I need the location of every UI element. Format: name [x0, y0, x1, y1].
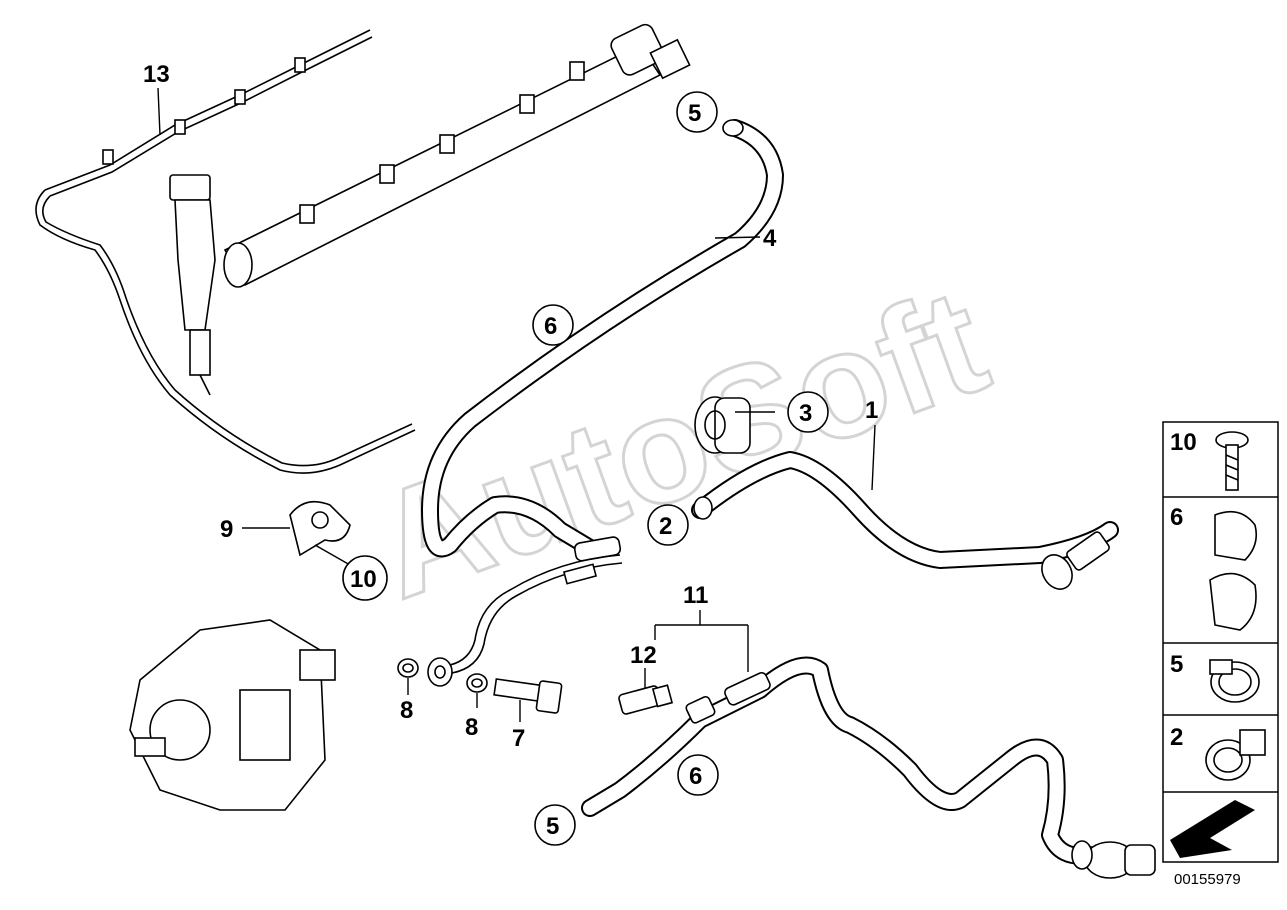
clip-icon [1209, 510, 1258, 631]
svg-text:5: 5 [1170, 651, 1183, 678]
callout-11: 11 [654, 582, 749, 672]
banjo-bolt-7[interactable] [493, 678, 563, 714]
bracket-clip-9[interactable] [289, 500, 351, 557]
sensor-12[interactable] [618, 684, 674, 715]
callout-10: 10 [314, 544, 388, 601]
callout-5-top: 5 [676, 91, 718, 133]
document-id: 00155979 [1174, 871, 1241, 888]
svg-text:11: 11 [683, 582, 708, 609]
svg-text:12: 12 [630, 642, 657, 669]
callout-7: 7 [512, 700, 525, 752]
callout-4: 4 [714, 225, 777, 252]
legend-item-10: 10 [1170, 429, 1249, 491]
svg-text:6: 6 [544, 313, 557, 340]
svg-text:9: 9 [220, 516, 233, 543]
callout-3: 3 [735, 391, 829, 433]
callout-2: 2 [647, 504, 689, 546]
fuel-hose-1[interactable] [691, 451, 1119, 595]
callout-9: 9 [220, 516, 290, 543]
svg-text:8: 8 [465, 714, 478, 741]
legend-panel: 10 6 5 2 [1162, 421, 1279, 863]
svg-text:5: 5 [688, 100, 701, 127]
callout-8-left: 8 [400, 678, 413, 724]
hose-clamp-icon [1209, 659, 1260, 703]
washer-8b[interactable] [466, 673, 488, 693]
svg-text:10: 10 [1170, 429, 1197, 456]
svg-text:8: 8 [400, 697, 413, 724]
svg-text:6: 6 [689, 763, 702, 790]
washer-8a[interactable] [397, 658, 419, 678]
callout-5-bottom: 5 [534, 804, 576, 846]
legend-item-5: 5 [1170, 651, 1260, 703]
callout-1: 1 [865, 397, 878, 491]
legend-item-2: 2 [1170, 724, 1266, 781]
hose-clamp-icon [1205, 729, 1266, 781]
svg-text:2: 2 [1170, 724, 1183, 751]
svg-text:3: 3 [799, 400, 812, 427]
svg-text:13: 13 [143, 61, 170, 88]
svg-text:5: 5 [546, 813, 559, 840]
grommet-3[interactable] [694, 396, 751, 454]
svg-text:6: 6 [1170, 504, 1183, 531]
return-line-11[interactable] [581, 656, 1156, 879]
callout-6-top: 6 [532, 304, 574, 346]
fuel-rail[interactable] [223, 22, 691, 288]
callout-12: 12 [630, 642, 657, 688]
callout-8-right: 8 [465, 693, 478, 741]
leak-off-line-13[interactable] [35, 29, 416, 474]
svg-text:2: 2 [659, 513, 672, 540]
svg-text:1: 1 [865, 397, 878, 424]
callout-6-bottom: 6 [677, 754, 719, 796]
svg-text:4: 4 [763, 225, 777, 252]
high-pressure-pump[interactable] [129, 619, 336, 811]
callout-13: 13 [143, 61, 170, 136]
svg-text:7: 7 [512, 725, 525, 752]
direction-arrow-icon [1170, 800, 1255, 858]
legend-item-6: 6 [1170, 504, 1258, 631]
injector[interactable] [169, 174, 216, 396]
screw-icon [1215, 431, 1249, 491]
svg-text:10: 10 [350, 566, 377, 593]
fuel-feed-line[interactable] [427, 554, 623, 687]
fuel-hose-4[interactable] [421, 119, 784, 562]
